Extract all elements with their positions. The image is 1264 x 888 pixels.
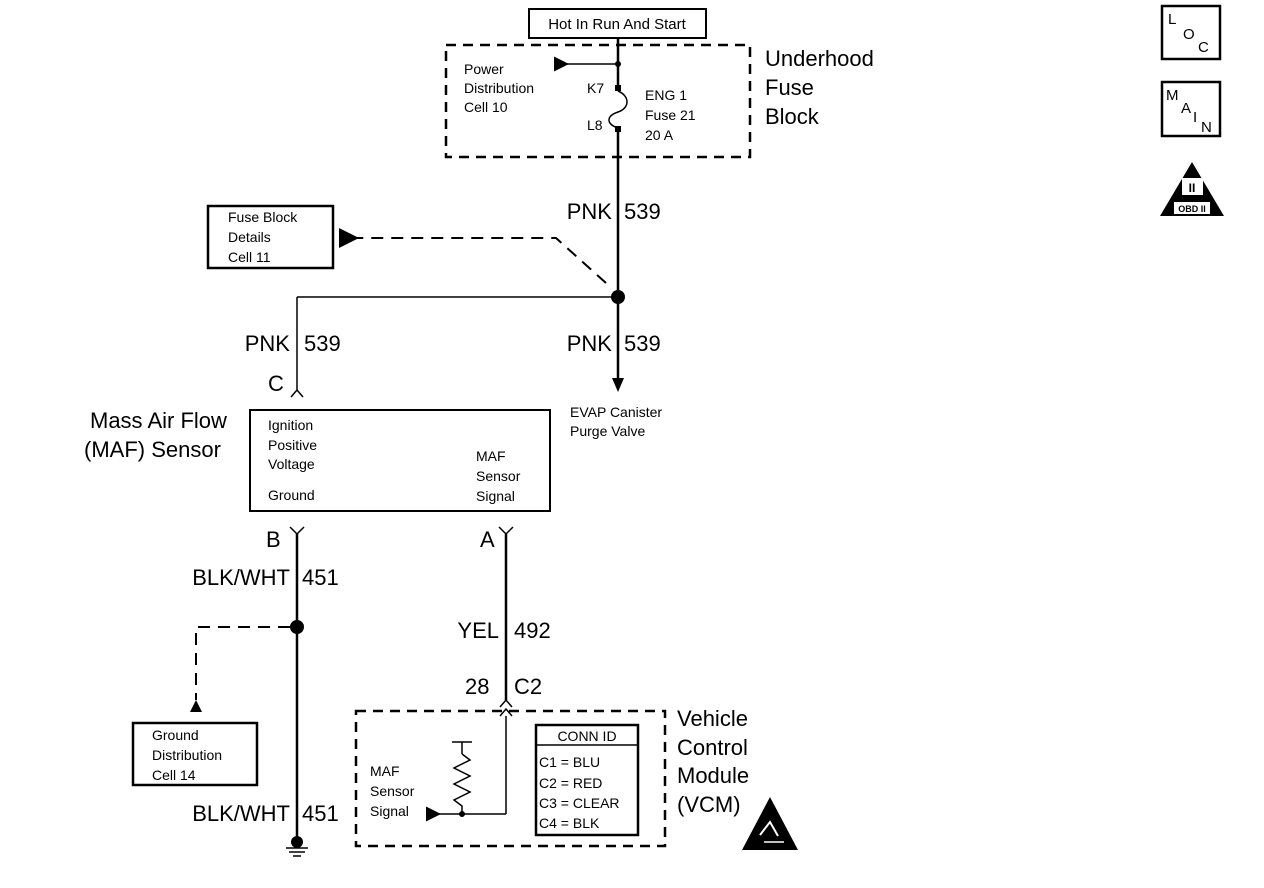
connector-b-symbol	[289, 526, 305, 536]
l8-terminal	[615, 126, 621, 132]
fuse-block-ref-arrow	[339, 228, 607, 284]
conn-id-box	[534, 723, 640, 837]
main-icon-i: I	[1193, 109, 1197, 126]
main-icon-m: M	[1166, 87, 1179, 104]
loc-icon-l: L	[1168, 11, 1176, 28]
pnk-539-upper-color: PNK	[567, 199, 613, 224]
vcm-title-2: Control	[677, 735, 748, 760]
underhood-title-1: Underhood	[765, 46, 874, 71]
ground-symbol	[286, 836, 308, 857]
pnk-539-left-circuit: 539	[304, 331, 341, 356]
power-ref-1: Power	[464, 61, 504, 77]
maf-ignition-1: Ignition	[268, 417, 313, 433]
vcm-connector-symbol-2	[499, 707, 513, 717]
pin-c-label: C	[268, 371, 284, 396]
obd-ii-numeral: II	[1189, 181, 1196, 195]
ground-ref-2: Distribution	[152, 747, 222, 763]
splice-ground	[290, 620, 304, 634]
ground-distribution-box	[131, 721, 259, 787]
yel-492-color: YEL	[457, 618, 499, 643]
main-icon: M A I N	[1160, 80, 1222, 138]
blk-wht-lower-color: BLK/WHT	[192, 801, 290, 826]
fuse-line-2: Fuse 21	[645, 107, 696, 123]
k7-label: K7	[587, 80, 604, 96]
connector-c-symbol	[290, 388, 304, 398]
loc-icon-c: C	[1198, 39, 1209, 56]
maf-ignition-3: Voltage	[268, 456, 315, 472]
pnk-539-right-circuit: 539	[624, 331, 661, 356]
maf-ignition-2: Positive	[268, 437, 317, 453]
maf-ground: Ground	[268, 487, 315, 503]
vcm-signal-2: Sensor	[370, 783, 415, 799]
blk-wht-upper-color: BLK/WHT	[192, 565, 290, 590]
hot-in-run-label: Hot In Run And Start	[548, 16, 686, 33]
conn-id-1: C1 = BLU	[539, 754, 600, 770]
vcm-signal-3: Signal	[370, 803, 409, 819]
connector-a-symbol	[498, 526, 514, 536]
evap-line-2: Purge Valve	[570, 423, 645, 439]
fuse-block-ref-3: Cell 11	[228, 249, 271, 265]
fuse-line-1: ENG 1	[645, 87, 687, 103]
pnk-539-right-color: PNK	[567, 331, 613, 356]
pin-a-label: A	[480, 527, 495, 552]
underhood-fuse-block-outline	[444, 43, 752, 159]
fuse-symbol	[608, 90, 628, 129]
maf-signal-1: MAF	[476, 448, 506, 464]
ground-ref-1: Ground	[152, 727, 199, 743]
pin-b-label: B	[266, 527, 281, 552]
maf-signal-2: Sensor	[476, 468, 521, 484]
pnk-539-left-color: PNK	[245, 331, 291, 356]
vcm-title-4: (VCM)	[677, 792, 741, 817]
esd-warning-icon	[742, 797, 798, 850]
vcm-signal-1: MAF	[370, 763, 400, 779]
vcm-title-1: Vehicle	[677, 706, 748, 731]
power-ref-2: Distribution	[464, 80, 534, 96]
l8-label: L8	[587, 117, 603, 133]
fuse-line-3: 20 A	[645, 127, 674, 143]
pnk-539-upper-circuit: 539	[624, 199, 661, 224]
vcm-conn-label: C2	[514, 674, 542, 699]
maf-signal-3: Signal	[476, 488, 515, 504]
loc-icon: L O C	[1160, 4, 1222, 61]
fuse-block-details-box	[206, 204, 335, 270]
ground-ref-dash	[195, 626, 290, 700]
vcm-outline	[354, 709, 667, 848]
ground-ref-3: Cell 14	[152, 767, 196, 783]
conn-id-3: C3 = CLEAR	[539, 795, 620, 811]
k7-terminal	[615, 85, 621, 91]
evap-arrow	[612, 378, 624, 392]
vcm-pin-label: 28	[465, 674, 489, 699]
maf-title-2: (MAF) Sensor	[84, 437, 221, 462]
vcm-connector-symbol	[499, 698, 513, 708]
fuse-block-ref-1: Fuse Block	[228, 209, 298, 225]
underhood-title-2: Fuse	[765, 75, 814, 100]
evap-line-1: EVAP Canister	[570, 404, 662, 420]
conn-id-4: C4 = BLK	[539, 815, 600, 831]
vcm-title-3: Module	[677, 763, 749, 788]
maf-title-1: Mass Air Flow	[90, 408, 227, 433]
maf-sensor-box	[249, 409, 551, 512]
pullup-resistor	[452, 753, 472, 814]
underhood-title-3: Block	[765, 104, 820, 129]
main-icon-a: A	[1181, 100, 1191, 117]
conn-id-title: CONN ID	[557, 728, 616, 744]
obd-ii-icon: II OBD II	[1160, 162, 1224, 216]
obd-ii-text: OBD II	[1178, 204, 1206, 214]
blk-wht-lower-circuit: 451	[302, 801, 339, 826]
conn-id-2: C2 = RED	[539, 775, 602, 791]
fuse-block-ref-2: Details	[228, 229, 271, 245]
ground-ref-arrow	[190, 700, 202, 712]
main-icon-n: N	[1201, 119, 1212, 136]
blk-wht-upper-circuit: 451	[302, 565, 339, 590]
yel-492-circuit: 492	[514, 618, 551, 643]
power-ref-3: Cell 10	[464, 99, 508, 115]
loc-icon-o: O	[1183, 26, 1195, 43]
